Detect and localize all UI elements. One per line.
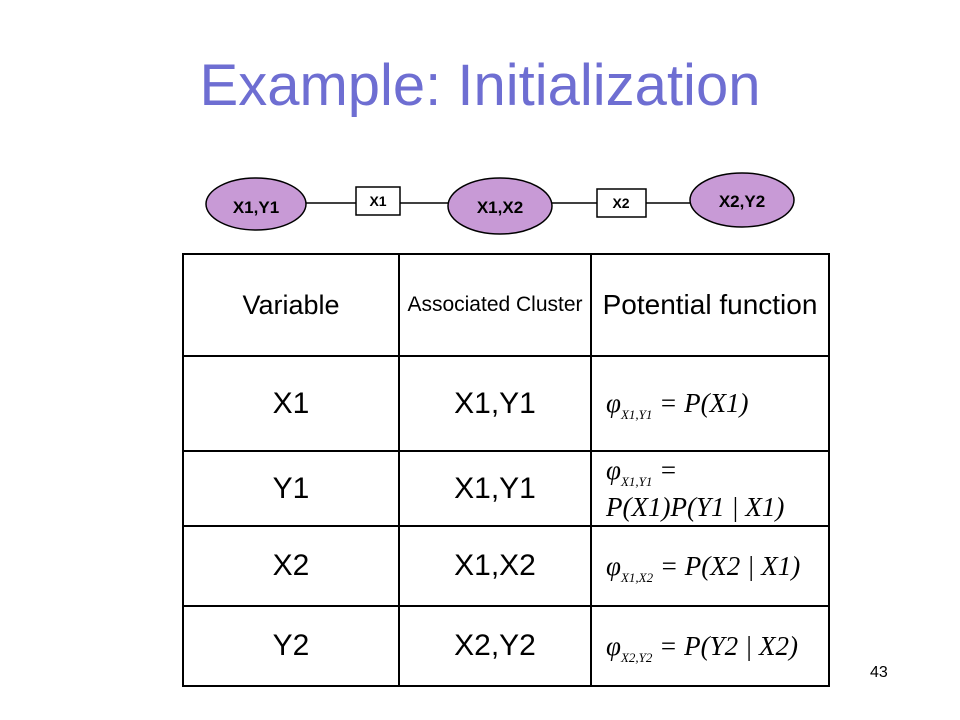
- phi-subscript: X2,Y2: [620, 649, 653, 665]
- phi-symbol: φ: [606, 630, 621, 661]
- cluster-node-x2y2: X2,Y2: [689, 172, 795, 228]
- variable-cell: X1: [182, 355, 400, 452]
- phi-symbol: φ: [606, 455, 621, 485]
- table-row: X1 X1,Y1 φX1,Y1 = P(X1): [182, 355, 830, 452]
- phi-subscript: X1,Y1: [620, 474, 653, 489]
- header-associated-cluster: Associated Cluster: [398, 253, 592, 357]
- cluster-cell: X1,X2: [398, 525, 592, 607]
- potential-function-table: Variable Associated Cluster Potential fu…: [182, 253, 830, 687]
- header-potential-function: Potential function: [590, 253, 830, 357]
- formula-line-1: φX1,Y1 =: [606, 454, 828, 491]
- table-row: Y1 X1,Y1 φX1,Y1 = P(X1)P(Y1 | X1): [182, 450, 830, 527]
- page-number: 43: [870, 664, 888, 681]
- cluster-node-label: X2,Y2: [719, 192, 765, 211]
- potential-formula: φX1,X2 = P(X2 | X1): [590, 525, 830, 607]
- variable-cell: Y1: [182, 450, 400, 527]
- formula-line-2: P(X1)P(Y1 | X1): [606, 492, 785, 522]
- potential-formula: φX1,Y1 = P(X1): [590, 355, 830, 452]
- cluster-node-x1y1: X1,Y1: [205, 177, 307, 231]
- cluster-node-label: X1,X2: [477, 198, 523, 217]
- formula-rhs: = P(Y2 | X2): [652, 630, 798, 661]
- formula-rhs: = P(X2 | X1): [653, 550, 801, 581]
- cluster-cell: X2,Y2: [398, 605, 592, 687]
- formula-rhs: =: [652, 455, 678, 485]
- phi-symbol: φ: [606, 388, 621, 418]
- cluster-node-label: X1,Y1: [233, 198, 279, 217]
- phi-symbol: φ: [606, 550, 621, 581]
- separator-x2: X2: [596, 188, 647, 218]
- separator-x1: X1: [355, 186, 401, 216]
- variable-cell: Y2: [182, 605, 400, 687]
- phi-subscript: X1,X2: [620, 569, 654, 585]
- formula-rhs: = P(X1): [652, 388, 749, 418]
- variable-cell: X2: [182, 525, 400, 607]
- table-row: Y2 X2,Y2 φX2,Y2 = P(Y2 | X2): [182, 605, 830, 687]
- slide-title: Example: Initialization: [199, 53, 761, 118]
- separator-label: X2: [612, 195, 629, 211]
- cluster-cell: X1,Y1: [398, 450, 592, 527]
- cluster-tree-diagram: X1,Y1 X1 X1,X2 X2 X2,Y2: [205, 172, 795, 235]
- table-row: X2 X1,X2 φX1,X2 = P(X2 | X1): [182, 525, 830, 607]
- cluster-node-x1x2: X1,X2: [447, 177, 553, 235]
- separator-label: X1: [369, 193, 386, 209]
- potential-formula: φX2,Y2 = P(Y2 | X2): [590, 605, 830, 687]
- table-header-row: Variable Associated Cluster Potential fu…: [182, 253, 830, 357]
- potential-formula: φX1,Y1 = P(X1)P(Y1 | X1): [590, 450, 830, 527]
- cluster-cell: X1,Y1: [398, 355, 592, 452]
- phi-subscript: X1,Y1: [620, 407, 653, 422]
- header-variable: Variable: [182, 253, 400, 357]
